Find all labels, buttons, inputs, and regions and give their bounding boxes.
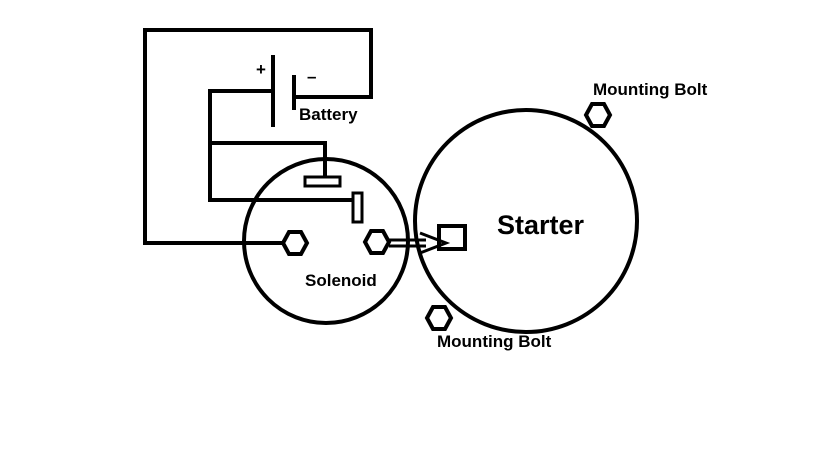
battery-label: Battery (299, 105, 358, 124)
mounting-bolt-top-label: Mounting Bolt (593, 80, 708, 99)
solenoid-terminal-horizontal (303, 175, 342, 188)
mounting-bolt-bottom-icon (424, 305, 454, 331)
trigger-wire (208, 141, 327, 178)
strap-arrowhead (419, 231, 451, 255)
mounting-bolt-top-icon (583, 102, 613, 128)
battery-plus-label: + (256, 60, 266, 79)
solenoid-bolt-left-icon (280, 230, 310, 256)
mounting-bolt-bottom-label: Mounting Bolt (437, 332, 552, 351)
ground-wire (143, 28, 373, 245)
solenoid-label: Solenoid (305, 271, 377, 290)
solenoid-bolt-right-icon (362, 229, 392, 255)
battery-minus-label: – (307, 67, 316, 86)
starter-label: Starter (497, 210, 585, 240)
positive-wire (208, 89, 356, 202)
starter-body (413, 108, 639, 334)
solenoid-terminal-vertical (351, 191, 364, 224)
